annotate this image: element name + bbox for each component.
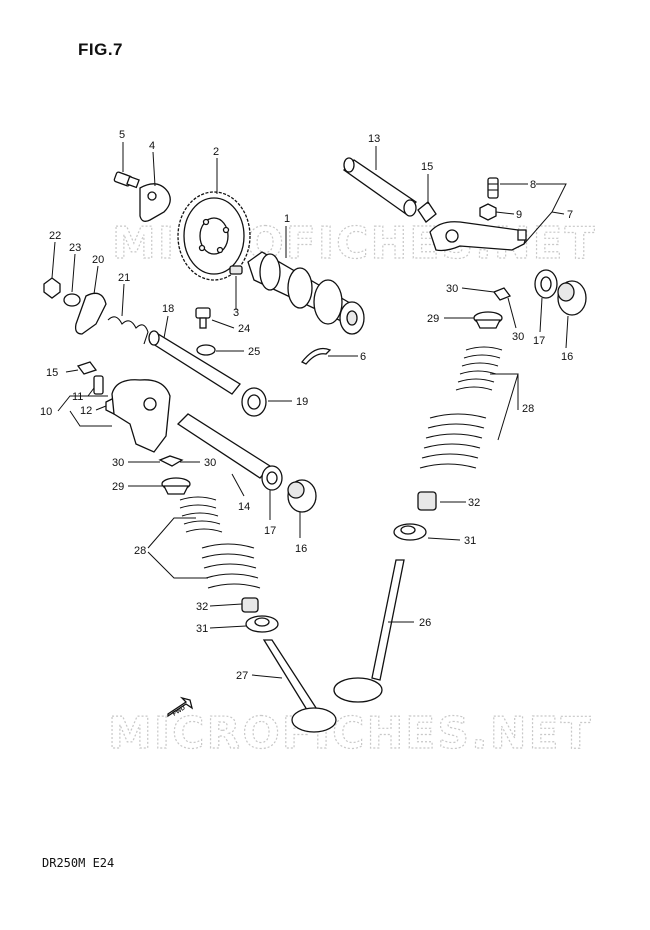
- part-nut-22: [43, 277, 61, 299]
- callout-14: 14: [238, 501, 250, 513]
- part-rocker-shaft-13: [342, 157, 417, 217]
- callout-15-upper: 15: [421, 161, 433, 173]
- callout-32-right: 32: [468, 497, 480, 509]
- callout-24: 24: [238, 323, 250, 335]
- callout-28-left: 28: [134, 545, 146, 557]
- callout-10: 10: [40, 406, 52, 418]
- callout-30-left-a: 30: [112, 457, 124, 469]
- part-spring-retainer-29-left: [161, 477, 191, 495]
- callout-17-right: 17: [533, 335, 545, 347]
- callout-8: 8: [530, 179, 536, 191]
- callout-30-left-b: 30: [204, 457, 216, 469]
- callout-25: 25: [248, 346, 260, 358]
- figure-title: FIG.7: [78, 40, 124, 59]
- part-adjust-screw-8: [487, 177, 499, 199]
- part-valve-27: [262, 639, 337, 733]
- part-cap-16-upper: [557, 280, 587, 316]
- callout-6: 6: [360, 351, 366, 363]
- part-spring-retainer-29-right: [473, 311, 503, 329]
- callout-15-lower: 15: [46, 367, 58, 379]
- part-oring-15-upper: [417, 201, 437, 223]
- callout-12: 12: [80, 405, 92, 417]
- callout-29-right: 29: [427, 313, 439, 325]
- callout-11: 11: [72, 391, 83, 403]
- callout-2: 2: [213, 146, 219, 158]
- part-clip-6: [300, 347, 332, 365]
- part-bolt-24: [195, 307, 211, 329]
- part-adjust-screw-11: [93, 375, 104, 395]
- part-spring-21: [107, 316, 149, 345]
- callout-23: 23: [69, 242, 81, 254]
- part-pin-3: [229, 265, 243, 275]
- part-rocker-arm-7: [429, 221, 527, 252]
- part-nut-9: [479, 203, 497, 221]
- model-code: DR250M E24: [42, 856, 115, 870]
- callout-labels: 1 2 3 4 5 6 7 8 9 10 11 12 13 14 15 15 1…: [40, 129, 573, 682]
- callout-32-left: 32: [196, 601, 208, 613]
- callout-3: 3: [233, 307, 239, 319]
- part-bolt-5: [113, 171, 140, 189]
- part-cotter-30-upper: [492, 287, 512, 301]
- callout-16-lower: 16: [295, 543, 307, 555]
- part-washer-23: [63, 293, 81, 307]
- callout-27: 27: [236, 670, 248, 682]
- part-valve-springs-28-right: [419, 346, 503, 469]
- callout-31-left: 31: [196, 623, 208, 635]
- callout-16-right: 16: [561, 351, 573, 363]
- part-washer-25: [196, 344, 216, 356]
- part-clip-4: [139, 183, 171, 222]
- part-rocker-arm-10: [111, 379, 171, 453]
- callout-29-left: 29: [112, 481, 124, 493]
- part-seal-17-lower: [261, 465, 283, 491]
- callout-18: 18: [162, 303, 174, 315]
- callout-9: 9: [516, 209, 522, 221]
- callout-7: 7: [567, 209, 573, 221]
- part-cotter-30-lower: [158, 455, 184, 467]
- part-bushing-19: [241, 387, 267, 417]
- callout-30-right-b: 30: [512, 331, 524, 343]
- part-plate-20: [74, 292, 107, 335]
- part-valve-seal-32-left: [241, 597, 259, 613]
- part-seal-17-upper: [534, 269, 558, 299]
- part-valve-springs-28-left: [179, 496, 261, 589]
- part-cap-16-lower: [287, 479, 317, 513]
- part-shaft-14: [176, 413, 271, 479]
- part-rocker-shaft-18: [148, 330, 241, 395]
- callout-5: 5: [119, 129, 125, 141]
- callout-28-right: 28: [522, 403, 534, 415]
- callout-1: 1: [284, 213, 290, 225]
- callout-19: 19: [296, 396, 308, 408]
- callout-26: 26: [419, 617, 431, 629]
- callout-20: 20: [92, 254, 104, 266]
- callout-31-right: 31: [464, 535, 476, 547]
- part-valve-26: [333, 559, 405, 703]
- part-spring-seat-31-right: [393, 523, 427, 541]
- part-camshaft-1: [247, 251, 365, 335]
- callout-17-lower: 17: [264, 525, 276, 537]
- callout-30-right-a: 30: [446, 283, 458, 295]
- watermark-lower: MICROFICHES.NET: [108, 708, 593, 759]
- callout-4: 4: [149, 140, 155, 152]
- part-spring-seat-31-left: [245, 615, 279, 633]
- callout-22: 22: [49, 230, 61, 242]
- part-oring-15-lower: [76, 361, 98, 375]
- part-valve-seal-32-right: [417, 491, 437, 511]
- callout-13: 13: [368, 133, 380, 145]
- callout-21: 21: [118, 272, 130, 284]
- part-cam-sprocket-2: [177, 191, 251, 281]
- leader-lines: [51, 142, 569, 679]
